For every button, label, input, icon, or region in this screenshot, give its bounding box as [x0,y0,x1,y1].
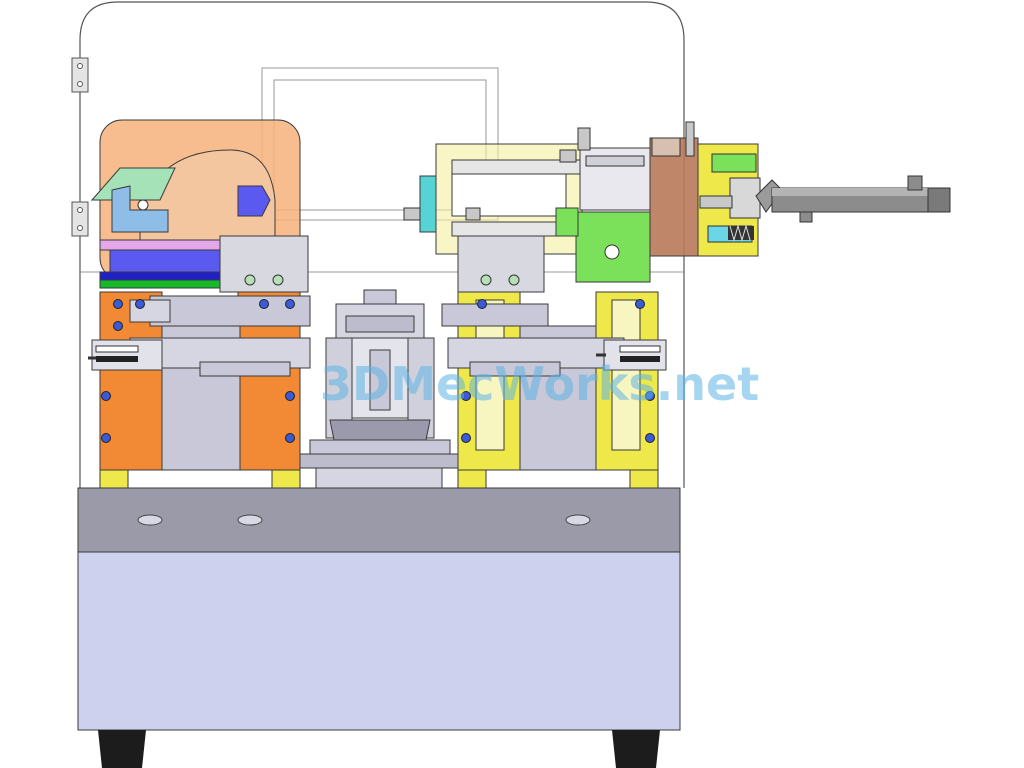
bolt-hole-icon [508,274,520,286]
bolt-hole-icon [285,299,295,309]
yellow-pad [271,469,301,489]
cyan-bracket [419,175,437,233]
slider-plate [149,295,311,327]
dark-blue-strip [99,271,221,281]
spring-icon [728,224,754,242]
bolt-hole-icon [477,299,487,309]
clamp-arm-lower [199,361,291,377]
cabinet-body [77,551,681,731]
bolt-hole-icon [645,433,655,443]
press-nest [329,419,431,441]
press-head-inner [345,315,415,333]
bolt-hole-icon [604,244,620,260]
bolt-hole-icon [113,299,123,309]
brown-plate [649,137,699,257]
green-strip [99,279,221,289]
base-hole [237,514,263,526]
slider-plate [441,303,549,327]
bolt-hole-icon [272,274,284,286]
bolt-hole-icon [461,391,471,401]
top-cap [363,289,397,305]
left-station [88,119,311,471]
bolt-hole-icon [113,321,123,331]
bolt-hole-icon [285,433,295,443]
green-tab [555,207,579,237]
bolt-hole-icon [635,299,645,309]
bolt-hole-group [101,299,655,443]
press-base [315,467,443,489]
press-ram [369,349,391,411]
bolt-hole-icon [480,274,492,286]
pneumatic-cylinder-icon [755,175,951,223]
base-hole [565,514,591,526]
center-station [299,289,459,489]
gray-slide-block [219,235,309,293]
blue-block [109,249,221,273]
bolt-hole-icon [244,274,256,286]
foot-icon [98,730,146,768]
hinge-icon [71,57,89,93]
base-hole [137,514,163,526]
gray-slide-block [457,235,545,293]
bolt-hole-icon [101,391,111,401]
bolt-hole-icon [101,433,111,443]
bolt-hole-icon [285,391,295,401]
bolt-hole-icon [259,299,269,309]
foot-icon [612,730,660,768]
clamp-arm-lower [469,361,561,377]
yellow-pad [629,469,659,489]
press-foot [299,453,459,469]
watermark: 3DMecWorks.net [320,357,759,411]
blue-hook [237,185,271,217]
yellow-pad [99,469,129,489]
bolt-hole-icon [461,433,471,443]
hinge-icon [71,201,89,237]
bolt-hole-icon [135,299,145,309]
enclosure-outline [79,1,685,488]
pneumatic-cylinder-icon [88,339,163,371]
right-station [403,121,951,471]
blue-clamp [111,185,169,233]
bolt-hole-icon [645,391,655,401]
yellow-pad [457,469,487,489]
pneumatic-cylinder-icon [596,339,667,371]
